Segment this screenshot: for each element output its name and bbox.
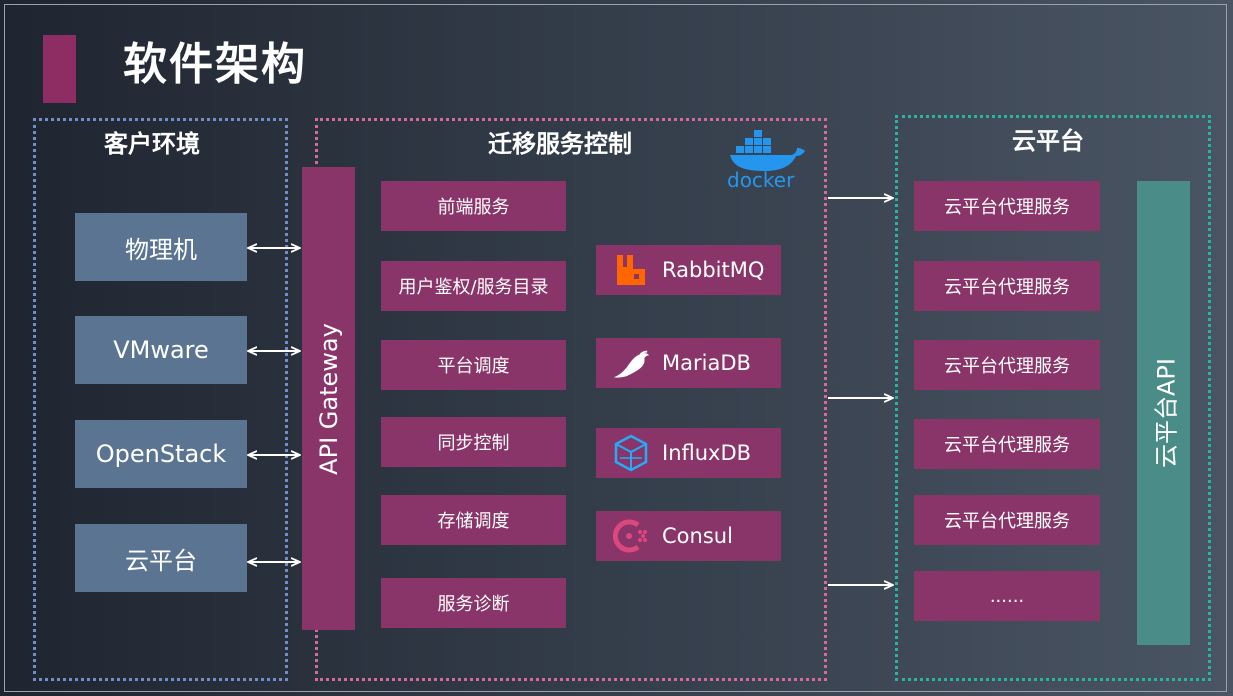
env-physical-machine: 物理机 bbox=[75, 213, 247, 281]
cloud-group-title: 云平台 bbox=[1012, 127, 1084, 155]
env-openstack: OpenStack bbox=[75, 420, 247, 488]
env-vmware: VMware bbox=[75, 316, 247, 384]
service-diagnosis: 服务诊断 bbox=[381, 578, 566, 628]
cloud-proxy-service: 云平台代理服务 bbox=[914, 261, 1100, 311]
slide-title: 软件架构 bbox=[123, 39, 307, 90]
middleware-rabbitmq: RabbitMQ bbox=[596, 245, 781, 295]
service-frontend: 前端服务 bbox=[381, 181, 566, 231]
cloud-proxy-service: 云平台代理服务 bbox=[914, 495, 1100, 545]
service-auth-catalog: 用户鉴权/服务目录 bbox=[381, 261, 566, 311]
env-cloud-platform: 云平台 bbox=[75, 524, 247, 592]
middleware-mariadb: MariaDB bbox=[596, 338, 781, 388]
client-environment-group bbox=[33, 118, 288, 681]
rabbitmq-icon bbox=[612, 251, 650, 289]
middleware-consul: Consul bbox=[596, 511, 781, 561]
client-group-title: 客户环境 bbox=[104, 130, 200, 158]
title-accent-bar bbox=[43, 35, 76, 103]
service-storage-scheduling: 存储调度 bbox=[381, 495, 566, 545]
cloud-platform-api: 云平台API bbox=[1137, 181, 1190, 645]
middleware-label: InfluxDB bbox=[662, 441, 752, 465]
mariadb-seal-icon bbox=[612, 344, 650, 382]
docker-logo-text: docker bbox=[727, 168, 795, 192]
middleware-label: Consul bbox=[662, 524, 733, 548]
cloud-proxy-service: 云平台代理服务 bbox=[914, 419, 1100, 469]
cloud-platform-group bbox=[895, 115, 1211, 681]
middleware-influxdb: InfluxDB bbox=[596, 428, 781, 478]
slide-frame bbox=[4, 4, 1227, 692]
cloud-proxy-service: 云平台代理服务 bbox=[914, 340, 1100, 390]
docker-whale-icon bbox=[730, 130, 805, 171]
middleware-label: RabbitMQ bbox=[662, 258, 765, 282]
consul-icon bbox=[612, 517, 650, 555]
migration-group-title: 迁移服务控制 bbox=[488, 130, 632, 158]
influxdb-icon bbox=[612, 434, 650, 472]
cloud-proxy-service: 云平台代理服务 bbox=[914, 181, 1100, 231]
service-sync-control: 同步控制 bbox=[381, 417, 566, 467]
middleware-label: MariaDB bbox=[662, 351, 751, 375]
cloud-proxy-more: ...... bbox=[914, 571, 1100, 621]
service-scheduling: 平台调度 bbox=[381, 340, 566, 390]
api-gateway: API Gateway bbox=[302, 167, 355, 630]
